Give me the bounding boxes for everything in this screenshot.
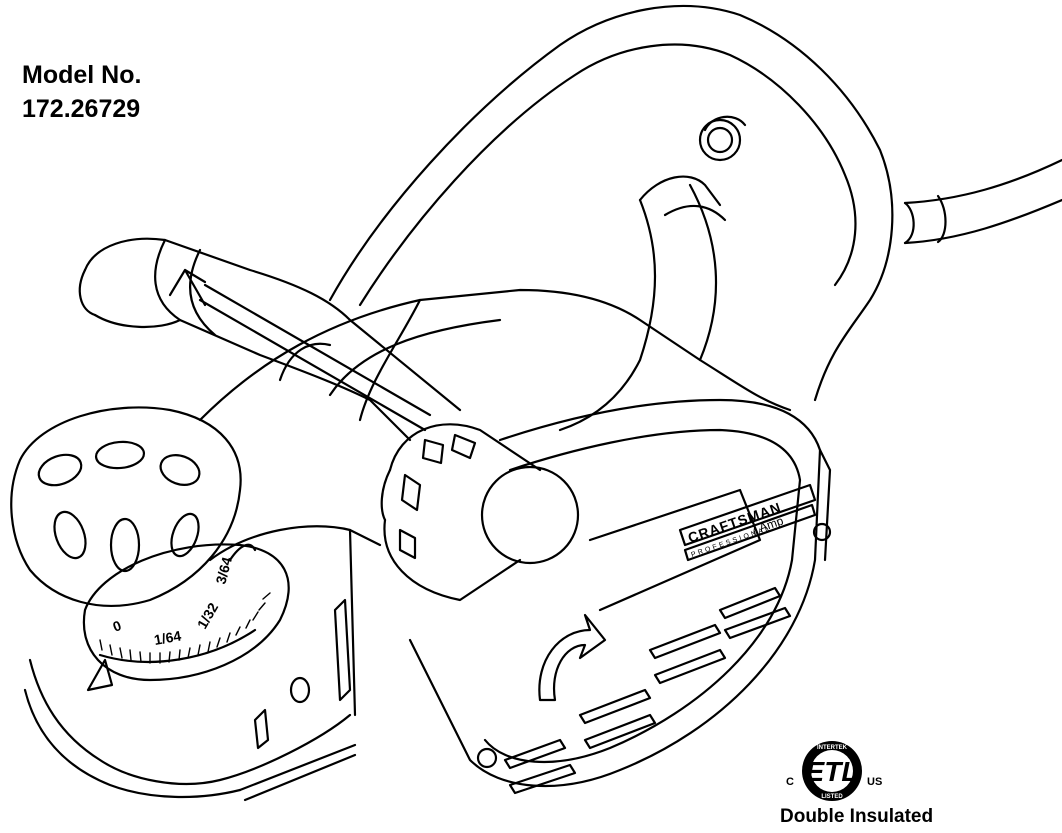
- rotation-arrow: [539, 615, 605, 700]
- depth-dial: [84, 544, 289, 680]
- front-grip: [85, 239, 460, 410]
- side-slot: [335, 600, 350, 700]
- dial-label-sixtyfourth: 1/64: [153, 627, 183, 648]
- depth-stop: [255, 710, 268, 748]
- side-oval: [291, 678, 309, 702]
- handle-bolt: [700, 120, 740, 160]
- etl-top-text: INTERTEK: [817, 745, 848, 751]
- cover-screw: [814, 524, 830, 540]
- dial-label-zero: 0: [111, 617, 124, 635]
- front-knob: [11, 407, 240, 605]
- main-housing: [200, 290, 790, 420]
- etl-bottom-text: LISTED: [821, 794, 843, 800]
- dial-label-threesixtyfourths: 3/64: [212, 555, 235, 586]
- double-insulated-caption: Double Insulated: [780, 806, 934, 827]
- etl-right-text: US: [867, 776, 883, 788]
- model-number: 172.26729: [22, 95, 141, 123]
- front-shoe: [30, 660, 350, 784]
- rear-handle: [330, 6, 892, 400]
- power-cord: [905, 160, 1062, 203]
- etl-certification-mark: ETL INTERTEK LISTED C US: [782, 738, 912, 804]
- vent-slot: [505, 740, 565, 768]
- trigger: [640, 177, 720, 205]
- dial-label-thirtysecond: 1/32: [194, 600, 222, 632]
- etl-left-text: C: [786, 776, 794, 788]
- model-label: Model No.: [22, 61, 142, 89]
- etl-mark-text: ETL: [806, 756, 859, 787]
- dial-pointer: [88, 660, 112, 690]
- direction-arrow: [170, 270, 205, 305]
- brand-label: [680, 485, 815, 545]
- grip-end-cap: [482, 467, 578, 563]
- side-cover: [410, 400, 820, 786]
- model-block: Model No. 172.26729: [22, 58, 141, 126]
